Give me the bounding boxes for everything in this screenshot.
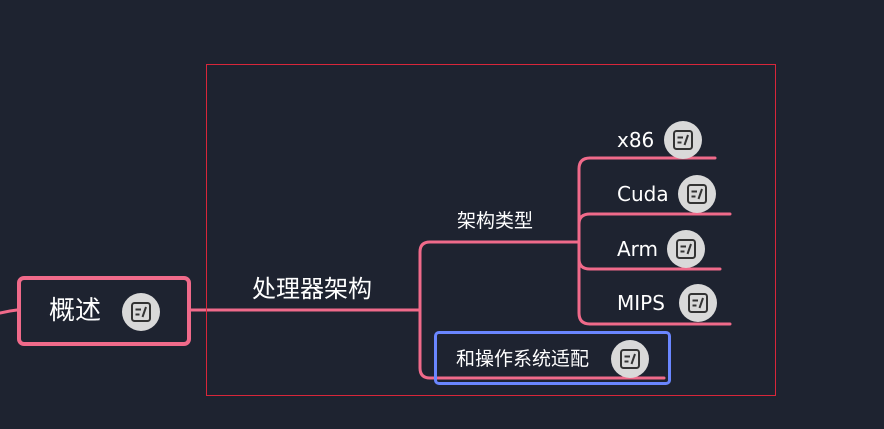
root-node[interactable] [17,276,191,346]
root-label: 概述 [49,296,102,326]
note-icon[interactable] [664,121,702,159]
selection-box [206,64,776,396]
arch-item-cuda[interactable]: Cuda [617,182,669,206]
underline-arm [577,257,722,271]
underline-cuda [577,212,732,226]
focus-box [434,331,671,385]
bracket-branch [418,240,432,380]
note-icon[interactable] [679,284,717,322]
incoming-connector [0,308,19,315]
branch-label[interactable]: 处理器架构 [252,275,372,303]
note-icon[interactable] [667,230,705,268]
note-icon[interactable] [611,340,649,378]
arch-item-x86[interactable]: x86 [617,128,655,152]
arch-type-label[interactable]: 架构类型 [457,210,534,232]
arch-item-arm[interactable]: Arm [617,237,659,261]
note-icon[interactable] [678,175,716,213]
note-icon[interactable] [122,293,160,331]
arch-item-mips[interactable]: MIPS [617,291,665,315]
bracket-arch-items [577,156,592,326]
os-adapt-label[interactable]: 和操作系统适配 [456,348,590,370]
